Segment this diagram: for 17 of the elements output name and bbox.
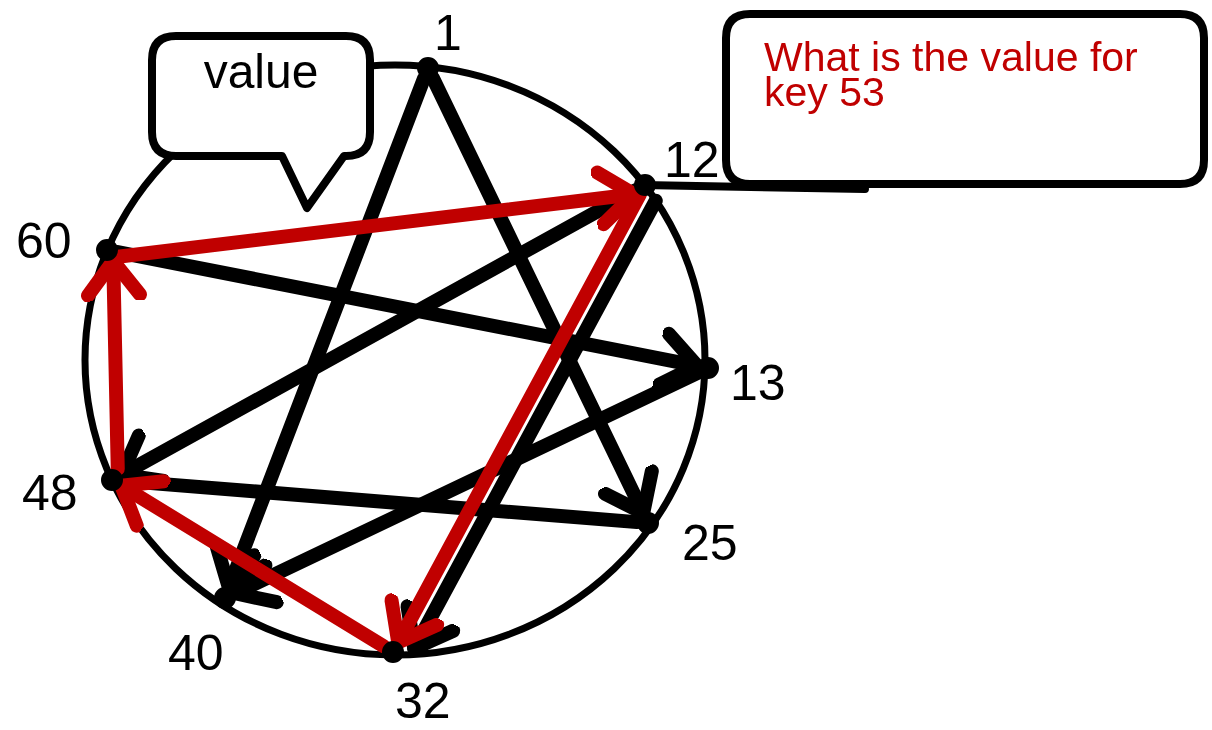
ring-node-dot bbox=[697, 357, 719, 379]
node-number: 60 bbox=[16, 216, 72, 266]
node-number: 48 bbox=[22, 468, 78, 518]
node-number: 13 bbox=[730, 358, 786, 408]
node-number: 32 bbox=[395, 676, 451, 726]
ring-node-dot bbox=[634, 174, 656, 196]
speech-bubble bbox=[722, 10, 1208, 188]
node-number: 12 bbox=[664, 135, 720, 185]
node-number: 40 bbox=[168, 628, 224, 678]
ring-node-dot bbox=[382, 641, 404, 663]
callout-text: value bbox=[202, 52, 320, 93]
speech-bubble bbox=[148, 32, 374, 212]
arrow bbox=[114, 474, 391, 654]
node-number: 1 bbox=[434, 8, 462, 58]
ring-node-dot bbox=[96, 239, 118, 261]
node-number: 25 bbox=[682, 518, 738, 568]
ring-node-dot bbox=[101, 469, 123, 491]
